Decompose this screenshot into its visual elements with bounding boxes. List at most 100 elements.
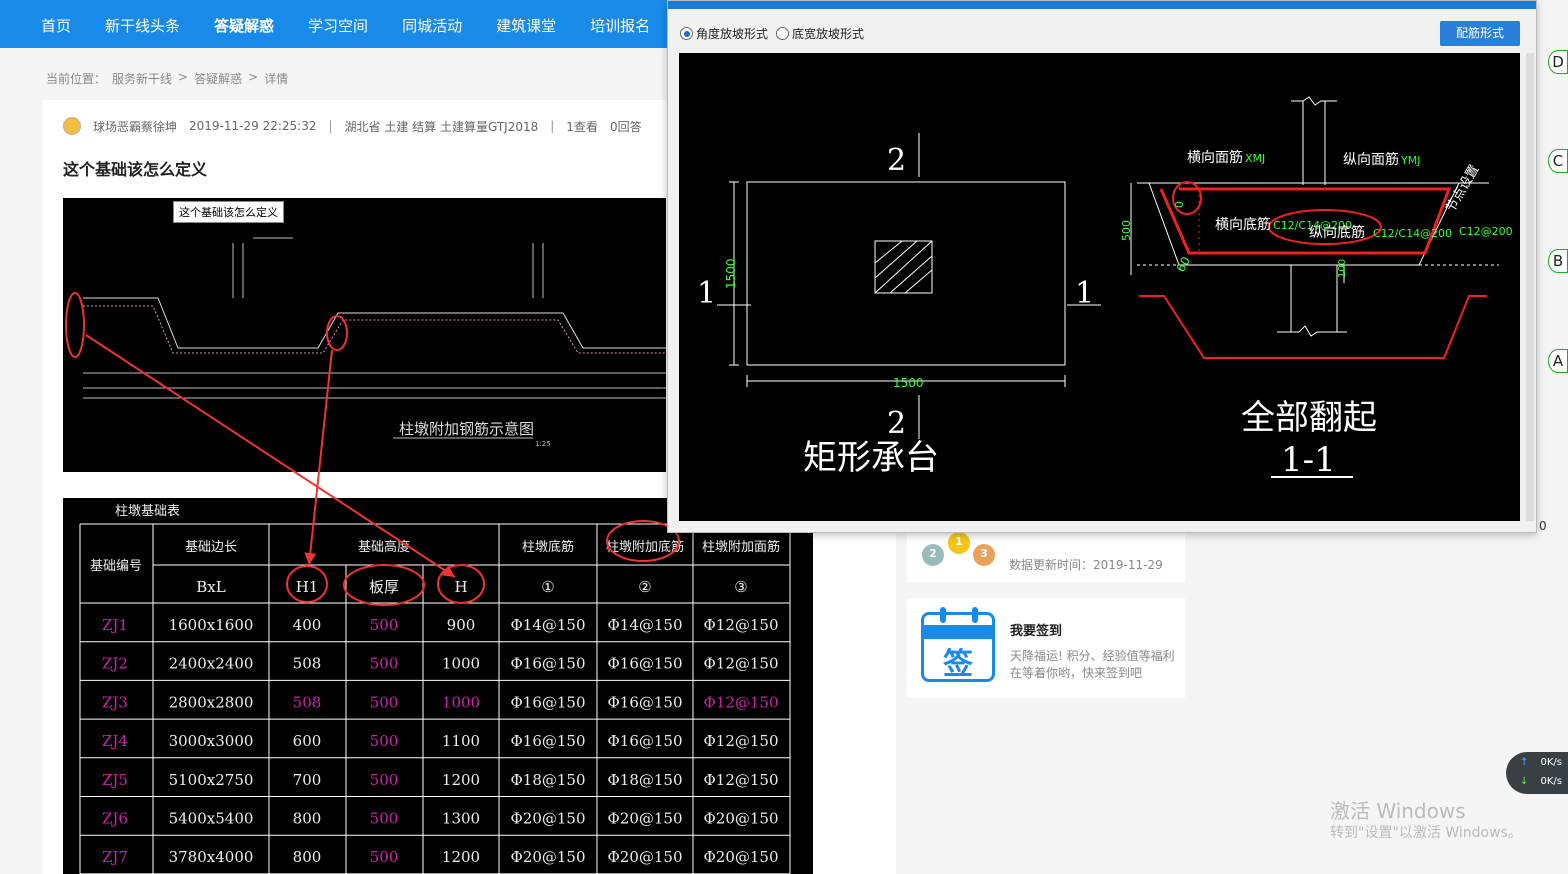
- table-cell: ZJ5: [102, 771, 128, 789]
- dim-500: 500: [1120, 220, 1133, 241]
- breadcrumb-item: 详情: [264, 72, 289, 86]
- option-label: 底宽放坡形式: [792, 27, 865, 41]
- nav-item[interactable]: 新干线头条: [105, 17, 181, 35]
- avatar[interactable]: [63, 117, 81, 135]
- nav-item[interactable]: 建筑课堂: [496, 17, 557, 35]
- table-cell: Φ12@150: [703, 693, 778, 711]
- table-cell: ZJ2: [102, 655, 128, 673]
- table-cell: Φ16@150: [510, 732, 585, 750]
- table-cell: 1300: [442, 810, 480, 828]
- zero-label: 0: [1173, 201, 1186, 208]
- calendar-sign-icon[interactable]: 签: [921, 607, 995, 682]
- table-cell: Φ14@150: [607, 616, 682, 634]
- markup-circle: [65, 292, 85, 358]
- header-add-top: 柱墩附加面筋: [702, 539, 780, 555]
- header-add-bottom: 柱墩附加底筋: [606, 539, 684, 555]
- nav-item[interactable]: 同城活动: [402, 17, 463, 35]
- upload-speed: 0K/s: [1540, 757, 1563, 768]
- dim-horizontal: 1500: [893, 376, 924, 390]
- drawing-scale: 1:25: [535, 440, 551, 448]
- nav-item[interactable]: 首页: [41, 17, 72, 35]
- sign-in-title[interactable]: 我要签到: [1010, 624, 1063, 639]
- table-cell: 1200: [442, 848, 480, 866]
- subheader: ③: [734, 578, 747, 596]
- plan-name: 矩形承台: [803, 438, 939, 478]
- section-mark-bottom: 2: [887, 406, 906, 441]
- medal-badge: 1: [948, 532, 970, 554]
- dim-100: 100: [1337, 259, 1348, 278]
- table-cell: Φ16@150: [510, 655, 585, 673]
- table-cell: Φ16@150: [607, 655, 682, 673]
- windows-activation-title: 激活 Windows: [1330, 799, 1466, 823]
- subheader: H1: [296, 578, 319, 596]
- post-meta: 球场恶霸蔡徐坤 2019-11-29 22:25:32 | 湖北省 土建 结算 …: [63, 117, 642, 135]
- question-title: 这个基础该怎么定义: [63, 160, 208, 179]
- option-width-slope[interactable]: 底宽放坡形式: [776, 25, 864, 42]
- table-cell: 2400x2400: [169, 655, 254, 673]
- table-cell: 500: [370, 732, 399, 750]
- cad-preview: 2 2 1 1 1500 1500 矩形承台: [697, 96, 1513, 480]
- table-cell: 1600x1600: [169, 616, 254, 634]
- question-image-1[interactable]: 柱墩附加钢筋示意图 1:25 这个基础该怎么定义: [63, 198, 666, 472]
- medal-badge: 3: [973, 544, 995, 566]
- dialog-scrollbar[interactable]: [1526, 53, 1534, 521]
- axis-letter: D: [1548, 50, 1568, 74]
- nav-item[interactable]: 学习空间: [308, 17, 369, 35]
- table-cell: 500: [370, 616, 399, 634]
- table-cell: 700: [293, 771, 322, 789]
- axis-letter: B: [1548, 249, 1568, 273]
- markup-circle: [606, 520, 680, 562]
- table-cell: Φ18@150: [607, 771, 682, 789]
- table-cell: Φ20@150: [607, 810, 682, 828]
- ranking-widget: 2 1 3 数据更新时间：2019-11-29: [907, 530, 1185, 582]
- option-angle-slope[interactable]: 角度放坡形式: [680, 25, 768, 42]
- table-cell: 500: [370, 848, 399, 866]
- breadcrumb-item[interactable]: 服务新干线: [112, 72, 173, 86]
- header-side: 基础边长: [185, 540, 237, 555]
- label-h-bottom: 横向底筋: [1215, 216, 1271, 233]
- meta-sep: |: [550, 119, 555, 133]
- breadcrumb-sep: >: [178, 70, 189, 84]
- table-cell: 5100x2750: [169, 771, 254, 789]
- table-cell: Φ12@150: [703, 616, 778, 634]
- table-cell: Φ16@150: [607, 693, 682, 711]
- author-name[interactable]: 球场恶霸蔡徐坤: [93, 119, 178, 134]
- dialog-titlebar[interactable]: [668, 1, 1536, 9]
- subheader: 板厚: [369, 578, 399, 596]
- table-cell: 500: [370, 810, 399, 828]
- code-v-top: YMJ: [1400, 154, 1420, 167]
- breadcrumb-item[interactable]: 答疑解惑: [194, 72, 243, 86]
- post-datetime: 2019-11-29 22:25:32: [189, 119, 317, 133]
- answer-count: 0回答: [609, 119, 642, 134]
- download-arrow-icon: ↓: [1520, 776, 1529, 787]
- foundation-dialog: 角度放坡形式 底宽放坡形式 配筋形式 2 2 1: [667, 0, 1537, 533]
- preview-canvas: 2 2 1 1 1500 1500 矩形承台: [679, 53, 1520, 521]
- table-cell: 2800x2800: [169, 693, 254, 711]
- nav-item[interactable]: 培训报名: [590, 17, 651, 35]
- table-cell: 1000: [442, 655, 480, 673]
- sign-in-widget[interactable]: 签 我要签到 天降福运! 积分、经验值等福利在等着你哟，快来签到吧: [907, 598, 1185, 698]
- option-label: 角度放坡形式: [696, 27, 769, 41]
- upload-arrow-icon: ↑: [1520, 757, 1529, 768]
- nav-item[interactable]: 答疑解惑: [214, 17, 275, 35]
- axis-letter: A: [1548, 349, 1568, 373]
- radio-icon[interactable]: [776, 27, 790, 40]
- net-speed-widget[interactable]: ↑ 0K/s ↓ 0K/s: [1506, 752, 1568, 794]
- table-cell: Φ20@150: [607, 848, 682, 866]
- table-cell: 800: [293, 810, 322, 828]
- table-cell: 508: [293, 693, 322, 711]
- label-v-top: 纵向面筋: [1343, 151, 1399, 168]
- label-h-top: 横向面筋: [1187, 149, 1243, 166]
- axis-letter: C: [1548, 149, 1568, 173]
- rebar-form-button[interactable]: 配筋形式: [1440, 21, 1520, 46]
- radio-icon[interactable]: [680, 27, 693, 40]
- section-title: 全部翻起: [1241, 398, 1377, 438]
- table-cell: 800: [293, 848, 322, 866]
- subheader: H: [454, 578, 467, 596]
- rebar-side: C12@200: [1459, 225, 1513, 238]
- image-caption: 这个基础该怎么定义: [173, 201, 284, 223]
- markup-circle: [326, 315, 348, 351]
- table-cell: ZJ7: [102, 848, 128, 866]
